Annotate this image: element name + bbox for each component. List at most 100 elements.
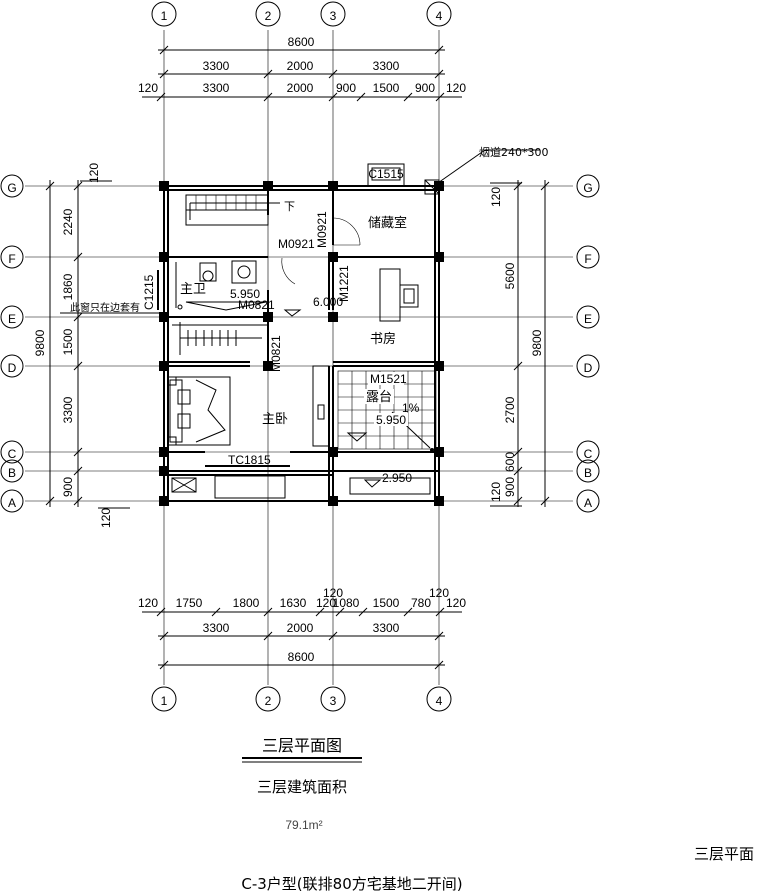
dim-left-seg-d: 3300 (61, 396, 75, 423)
lower-rooms (171, 475, 431, 499)
axis-number-2: 2 (265, 9, 272, 23)
slope-label: 1% (402, 401, 420, 415)
dim-bot-r1-e: 120 (316, 596, 336, 610)
m1521-label-bg (368, 372, 404, 385)
axis-number-4: 4 (436, 9, 443, 23)
bed (167, 376, 231, 446)
area-value: 79.1m² (285, 818, 322, 832)
study-furniture (379, 268, 419, 322)
door-m1221-label: M1221 (337, 265, 351, 302)
dim-top-r1-a: 3300 (203, 59, 230, 73)
dim-top-total: 8600 (288, 35, 315, 49)
dim-bot-r2-c: 3300 (373, 621, 400, 635)
axis-lines-vertical (163, 30, 440, 685)
axis-letter-F-right: F (584, 252, 591, 266)
dim-top-r2-d: 900 (336, 81, 356, 95)
elev-5950-bath: 5.950 (230, 287, 260, 301)
dim-top-r2-a: 120 (138, 81, 158, 95)
axis-number-3-bottom: 3 (330, 694, 337, 708)
axis-letter-C-right: C (584, 447, 593, 461)
dim-bot-r1-f: 1080 (333, 596, 360, 610)
bath-label: 主卫 (180, 282, 206, 297)
dim-top-r2-c: 2000 (287, 81, 314, 95)
axis-number-1-bottom: 1 (161, 694, 168, 708)
structural-columns (159, 181, 444, 506)
door-m0821-upper: M0821 (238, 298, 275, 312)
window-note: 此窗只在边套有 (70, 301, 140, 314)
dim-bot-extra-a: 120 (323, 586, 343, 600)
dim-top-r2-e: 1500 (373, 81, 400, 95)
axis-letter-F: F (8, 252, 15, 266)
axis-bubbles-right: G F E D C B A (576, 174, 600, 513)
dim-bot-r1-b: 1750 (176, 596, 203, 610)
chimney-label: 烟道240*300 (479, 145, 549, 159)
dim-bot-r1-g: 1500 (373, 596, 400, 610)
window-c1215-label: C1215 (142, 274, 156, 310)
wardrobe-master (312, 365, 330, 447)
master-bedroom-label: 主卧 (262, 412, 288, 427)
dim-right-seg-b: 2700 (503, 396, 517, 423)
storage-room-label: 储藏室 (368, 215, 407, 231)
axis-letter-C: C (8, 447, 17, 461)
axis-letter-D: D (8, 361, 17, 375)
door-m0821-lower: M0821 (269, 335, 283, 372)
dim-bot-r1-i: 120 (446, 596, 466, 610)
axis-letter-B-right: B (584, 466, 592, 480)
dim-left-seg-c: 1500 (61, 328, 75, 355)
window-tc1815-label: TC1815 (228, 453, 271, 467)
area-label: 三层建筑面积 (257, 778, 347, 796)
dim-bot-r2-a: 3300 (203, 621, 230, 635)
dim-top-r1-c: 3300 (373, 59, 400, 73)
door-m0921-vertical: M0921 (315, 211, 329, 248)
dim-top-r2-g: 120 (446, 81, 466, 95)
elev-2950-lower: 2.950 (382, 471, 412, 485)
dim-top-r2-b: 3300 (203, 81, 230, 95)
terrace-label: 露台 (366, 390, 392, 405)
window-c1515 (367, 163, 405, 187)
dimensions-bottom: 120 1750 1800 1630 120 1080 1500 780 120… (138, 586, 466, 670)
axis-bubbles-left: G F E D C B A (0, 174, 24, 513)
dim-right-seg-c: 600 (503, 452, 517, 472)
dim-right-bottom-120: 120 (489, 482, 503, 502)
axis-bubbles-top: 1 2 3 4 (151, 1, 452, 27)
door-m1521-label: M1521 (370, 372, 407, 386)
dim-right-top-120: 120 (489, 187, 503, 207)
dim-top-r1-b: 2000 (287, 59, 314, 73)
staircase (185, 194, 280, 226)
dim-bot-r1-c: 1800 (233, 596, 260, 610)
bathroom-fixtures (175, 260, 267, 311)
dim-top-r2-f: 900 (415, 81, 435, 95)
elev-6000-hall: 6.000 (313, 295, 343, 309)
wardrobe (172, 322, 268, 355)
plan-title: 三层平面图 (262, 736, 342, 755)
dimensions-right: 5600 2700 600 900 9800 120 120 (489, 180, 550, 507)
axis-letter-A: A (8, 496, 16, 510)
chimney (424, 149, 540, 195)
axis-letter-D-right: D (584, 361, 593, 375)
window-c1515-label: C1515 (368, 167, 404, 181)
dim-left-top-120: 120 (87, 163, 101, 183)
dim-left-total: 9800 (33, 329, 47, 356)
dim-right-seg-a: 5600 (503, 262, 517, 289)
door-m0921-horizontal: M0921 (278, 237, 315, 251)
axis-number-3: 3 (330, 9, 337, 23)
door-swings-upper (281, 217, 361, 285)
dim-left-bottom-120: 120 (99, 508, 113, 528)
dim-right-seg-d: 900 (503, 477, 517, 497)
dim-bot-r1-h: 780 (411, 596, 431, 610)
dimensions-top: 8600 3300 2000 3300 120 3300 2000 900 15… (138, 35, 466, 102)
elev-terrace-bg (374, 413, 408, 426)
axis-number-2-bottom: 2 (265, 694, 272, 708)
terrace-label-bg (364, 389, 394, 404)
dim-bot-total: 8600 (288, 650, 315, 664)
hall-elevation-mark (283, 309, 302, 317)
axis-bubbles-bottom: 1 2 3 4 (151, 686, 452, 712)
dim-left-seg-e: 900 (61, 477, 75, 497)
dim-bot-extra-b: 120 (429, 586, 449, 600)
dim-right-total: 9800 (530, 329, 544, 356)
axis-letter-E-right: E (584, 312, 592, 326)
stair-down-label: 下 (284, 200, 295, 213)
axis-letter-A-right: A (584, 496, 592, 510)
dimensions-left: 2240 1860 1500 3300 900 9800 120 120 (33, 163, 130, 528)
